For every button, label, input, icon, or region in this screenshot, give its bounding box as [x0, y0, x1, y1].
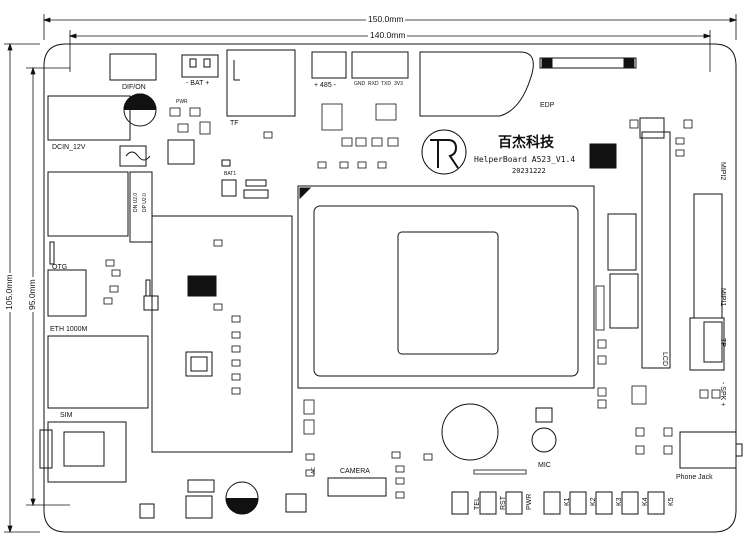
dif-on-label: DIF/ON	[122, 84, 146, 91]
usb-label-box	[129, 171, 153, 243]
eth-label: ETH 1000M	[50, 326, 88, 333]
otg-label: OTG	[52, 264, 68, 271]
sim-label: SIM	[60, 412, 73, 419]
height-105-label: 105.0mm	[4, 272, 14, 312]
camera-label: CAMERA	[340, 468, 370, 475]
edp-connector	[539, 57, 637, 69]
button-group	[451, 491, 665, 515]
lcd-label: LCD	[661, 352, 668, 367]
battery-holder	[419, 51, 534, 117]
mic	[531, 427, 557, 453]
lcd-connector	[641, 131, 671, 369]
pin-label-3v3: 3V3	[394, 81, 403, 87]
tf-label: TF	[230, 120, 239, 127]
edp-label: EDP	[540, 102, 555, 109]
button-label-k5: K5	[668, 497, 675, 506]
mipi2-connector	[693, 193, 723, 319]
soc-module	[297, 185, 595, 389]
eth-port	[47, 335, 149, 409]
phone-jack-label: Phone Jack	[676, 474, 713, 481]
mic-label: MIC	[538, 462, 551, 469]
button-label-rst: RST	[500, 496, 507, 510]
button-label-tel: TEL	[474, 497, 481, 510]
button-label-k2: K2	[590, 497, 597, 506]
small-components	[103, 103, 721, 499]
soc-chip	[397, 231, 499, 355]
board-model: HelperBoard A523_V1.4	[474, 155, 576, 164]
spk-label: - SPK +	[719, 382, 726, 407]
button-label-k4: K4	[642, 497, 649, 506]
phone-jack	[679, 431, 737, 469]
pwr-led-label: PWR	[176, 99, 188, 105]
logo-square	[589, 143, 617, 169]
mipi1-label: MIPI1	[719, 288, 726, 307]
pin-label-rxd: RXD	[368, 81, 379, 87]
battery-coin	[441, 403, 499, 461]
width-140-label: 140.0mm	[368, 30, 408, 40]
ac-label: AC	[311, 467, 317, 474]
height-95-label: 95.0mm	[27, 277, 37, 312]
dimension-lines	[4, 14, 738, 534]
usb-dn-label: DN U2.0	[133, 192, 139, 212]
usb-dp-label: DP U2.0	[142, 193, 148, 212]
tp-connector	[703, 321, 723, 363]
rs485-connector	[311, 51, 347, 79]
button-label-pwr: PWR	[526, 493, 533, 510]
brand-logo	[421, 129, 467, 175]
tf-slot	[226, 49, 296, 117]
sim-holder	[47, 421, 127, 483]
dif-on-switch	[109, 53, 157, 81]
button-label-k1: K1	[564, 497, 571, 506]
board-date: 20231222	[512, 167, 546, 175]
otg-port	[47, 269, 87, 317]
camera-connector	[327, 477, 387, 497]
dcin-label: DCIN_12V	[52, 144, 86, 151]
board-outline	[43, 43, 737, 533]
rs485-label: + 485 -	[314, 82, 336, 89]
bat-connector	[181, 54, 219, 78]
button-label-k3: K3	[616, 497, 623, 506]
pin-label-txd: TXD	[381, 81, 391, 87]
mipi2-label: MIPI2	[719, 162, 726, 181]
bat1-label: BAT1	[224, 171, 237, 177]
pin-label-gnd: GND	[354, 81, 366, 87]
brand-name: 百杰科技	[498, 135, 554, 151]
tp-label: TP	[719, 338, 726, 347]
dcin-jack	[47, 95, 131, 141]
width-150-label: 150.0mm	[366, 14, 406, 24]
bat-label: - BAT +	[186, 80, 210, 87]
uart-connector	[351, 51, 409, 79]
